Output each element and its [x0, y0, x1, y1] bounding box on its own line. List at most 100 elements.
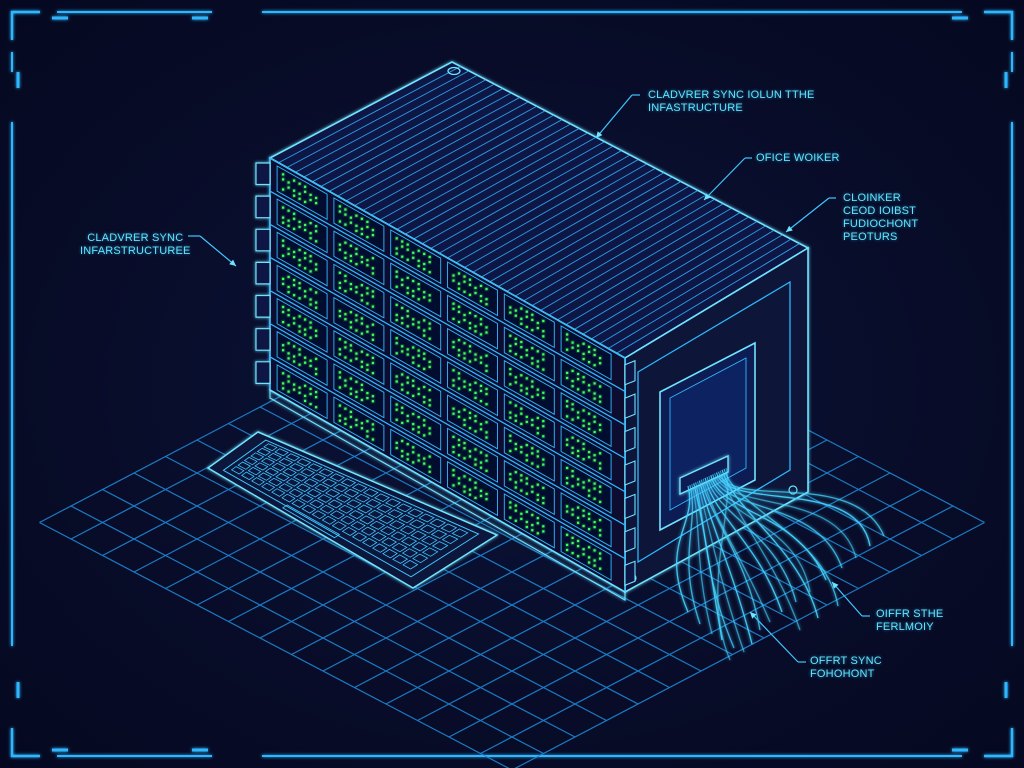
status-led	[360, 317, 363, 320]
status-led	[485, 287, 488, 291]
keyboard-key	[365, 498, 382, 508]
status-led	[525, 510, 528, 513]
status-led	[566, 533, 569, 536]
status-led	[304, 333, 307, 336]
status-led	[599, 423, 602, 426]
fiber-cable-bundle-icon	[676, 454, 885, 661]
status-led	[401, 388, 404, 391]
status-led	[485, 436, 488, 439]
status-led	[371, 372, 374, 375]
status-led	[287, 390, 290, 393]
status-led	[452, 445, 455, 449]
status-led	[349, 415, 352, 418]
status-led	[531, 418, 534, 422]
status-led	[525, 444, 528, 447]
status-led	[315, 406, 318, 409]
status-led	[315, 263, 318, 266]
status-led	[531, 490, 534, 493]
status-led	[463, 352, 466, 355]
status-led	[371, 400, 374, 403]
status-led	[293, 317, 296, 320]
status-led	[344, 223, 347, 226]
status-led	[417, 459, 420, 462]
status-led	[509, 434, 512, 437]
status-led	[536, 350, 539, 353]
status-led	[304, 267, 307, 270]
status-led	[338, 353, 341, 356]
status-led	[542, 463, 545, 466]
grid-line-v-1	[480, 505, 954, 755]
status-led	[360, 350, 363, 353]
status-led	[298, 248, 301, 252]
status-led	[417, 387, 420, 390]
status-led	[293, 294, 296, 297]
keyboard-key	[285, 478, 301, 487]
status-led	[287, 380, 290, 383]
status-led	[531, 329, 534, 332]
status-led	[309, 222, 312, 225]
fiber-strand	[698, 480, 753, 645]
status-led	[315, 306, 318, 309]
rack-top-vent	[337, 97, 521, 197]
status-led	[366, 325, 369, 328]
keyboard-key	[306, 488, 322, 498]
status-led	[287, 352, 290, 355]
status-led	[474, 330, 477, 333]
status-led	[349, 387, 352, 390]
status-led	[577, 411, 580, 414]
status-led	[468, 293, 472, 296]
rack-ear-left	[255, 328, 271, 351]
status-led	[406, 353, 409, 356]
status-led	[282, 216, 285, 219]
status-led	[479, 461, 483, 464]
status-led	[599, 485, 602, 488]
status-led	[344, 379, 347, 382]
status-led	[588, 517, 591, 520]
status-led	[298, 297, 301, 300]
status-led	[593, 353, 596, 357]
status-led	[406, 376, 409, 379]
status-led	[401, 350, 404, 353]
status-led	[452, 302, 455, 305]
status-led	[463, 280, 466, 283]
status-led	[360, 427, 363, 430]
server-drive-bay	[333, 330, 385, 386]
status-led	[520, 322, 523, 325]
status-led	[355, 291, 358, 294]
status-led	[542, 435, 545, 438]
status-led	[406, 325, 409, 328]
status-led	[509, 311, 512, 314]
status-led	[287, 209, 290, 212]
status-led	[344, 346, 347, 349]
status-led	[423, 352, 426, 355]
status-led	[593, 382, 596, 385]
status-led	[406, 315, 409, 318]
status-led	[509, 501, 512, 504]
status-led	[366, 302, 369, 305]
status-led	[309, 359, 312, 362]
status-led	[428, 427, 431, 430]
grid-line-u-1	[70, 505, 544, 755]
status-led	[395, 313, 398, 317]
server-drive-bay	[276, 330, 328, 387]
status-led	[588, 456, 591, 459]
status-led	[282, 310, 285, 314]
server-drive-bay	[333, 363, 385, 419]
status-led	[536, 493, 539, 496]
status-led	[417, 392, 420, 396]
status-led	[531, 524, 534, 527]
status-led	[355, 424, 358, 427]
status-led	[287, 181, 290, 184]
status-led	[520, 384, 523, 387]
status-led	[282, 188, 285, 191]
status-led	[452, 307, 455, 310]
callout-leaders	[188, 94, 870, 663]
status-led	[428, 337, 431, 340]
server-drive-bay	[276, 297, 328, 353]
status-led	[509, 368, 512, 371]
status-led	[571, 470, 574, 473]
status-led	[355, 319, 358, 322]
status-led	[571, 513, 574, 516]
keyboard-key	[341, 526, 358, 536]
rack-ear-right	[624, 526, 636, 553]
